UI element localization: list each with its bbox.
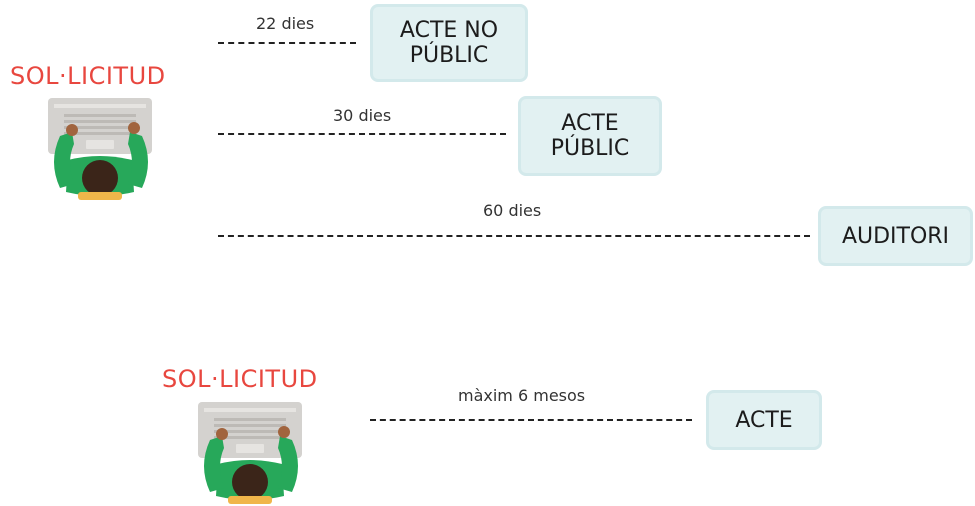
top-path-2-target-line-2: PÚBLIC bbox=[550, 136, 630, 161]
top-path-3-target-box: AUDITORI bbox=[818, 206, 973, 266]
top-path-2-target-line-1: ACTE bbox=[561, 111, 619, 136]
top-path-1-target-line-1: ACTE NO bbox=[399, 18, 499, 43]
bottom-path-1-target-box: ACTE bbox=[706, 390, 822, 450]
top-path-1-connector bbox=[218, 42, 356, 44]
bottom-path-1-connector bbox=[370, 419, 692, 421]
top-path-1-target-box: ACTE NO PÚBLIC bbox=[370, 4, 528, 82]
person-at-laptop-icon bbox=[198, 402, 302, 504]
top-path-2-duration: 30 dies bbox=[333, 106, 392, 125]
top-path-3-duration: 60 dies bbox=[483, 201, 542, 220]
bottom-path-1-target-line-1: ACTE bbox=[735, 407, 793, 433]
top-path-2-target-box: ACTE PÚBLIC bbox=[518, 96, 662, 176]
top-path-1-target-line-2: PÚBLIC bbox=[409, 43, 489, 68]
bottom-path-1-duration: màxim 6 mesos bbox=[458, 386, 586, 405]
bottom-request-label: SOL·LICITUD bbox=[162, 365, 318, 393]
top-path-3-target-line-1: AUDITORI bbox=[841, 223, 950, 249]
top-path-2-connector bbox=[218, 133, 506, 135]
top-request-label: SOL·LICITUD bbox=[10, 62, 166, 90]
top-path-1-duration: 22 dies bbox=[256, 14, 315, 33]
top-path-3-connector bbox=[218, 235, 810, 237]
person-at-laptop-icon bbox=[48, 98, 152, 200]
